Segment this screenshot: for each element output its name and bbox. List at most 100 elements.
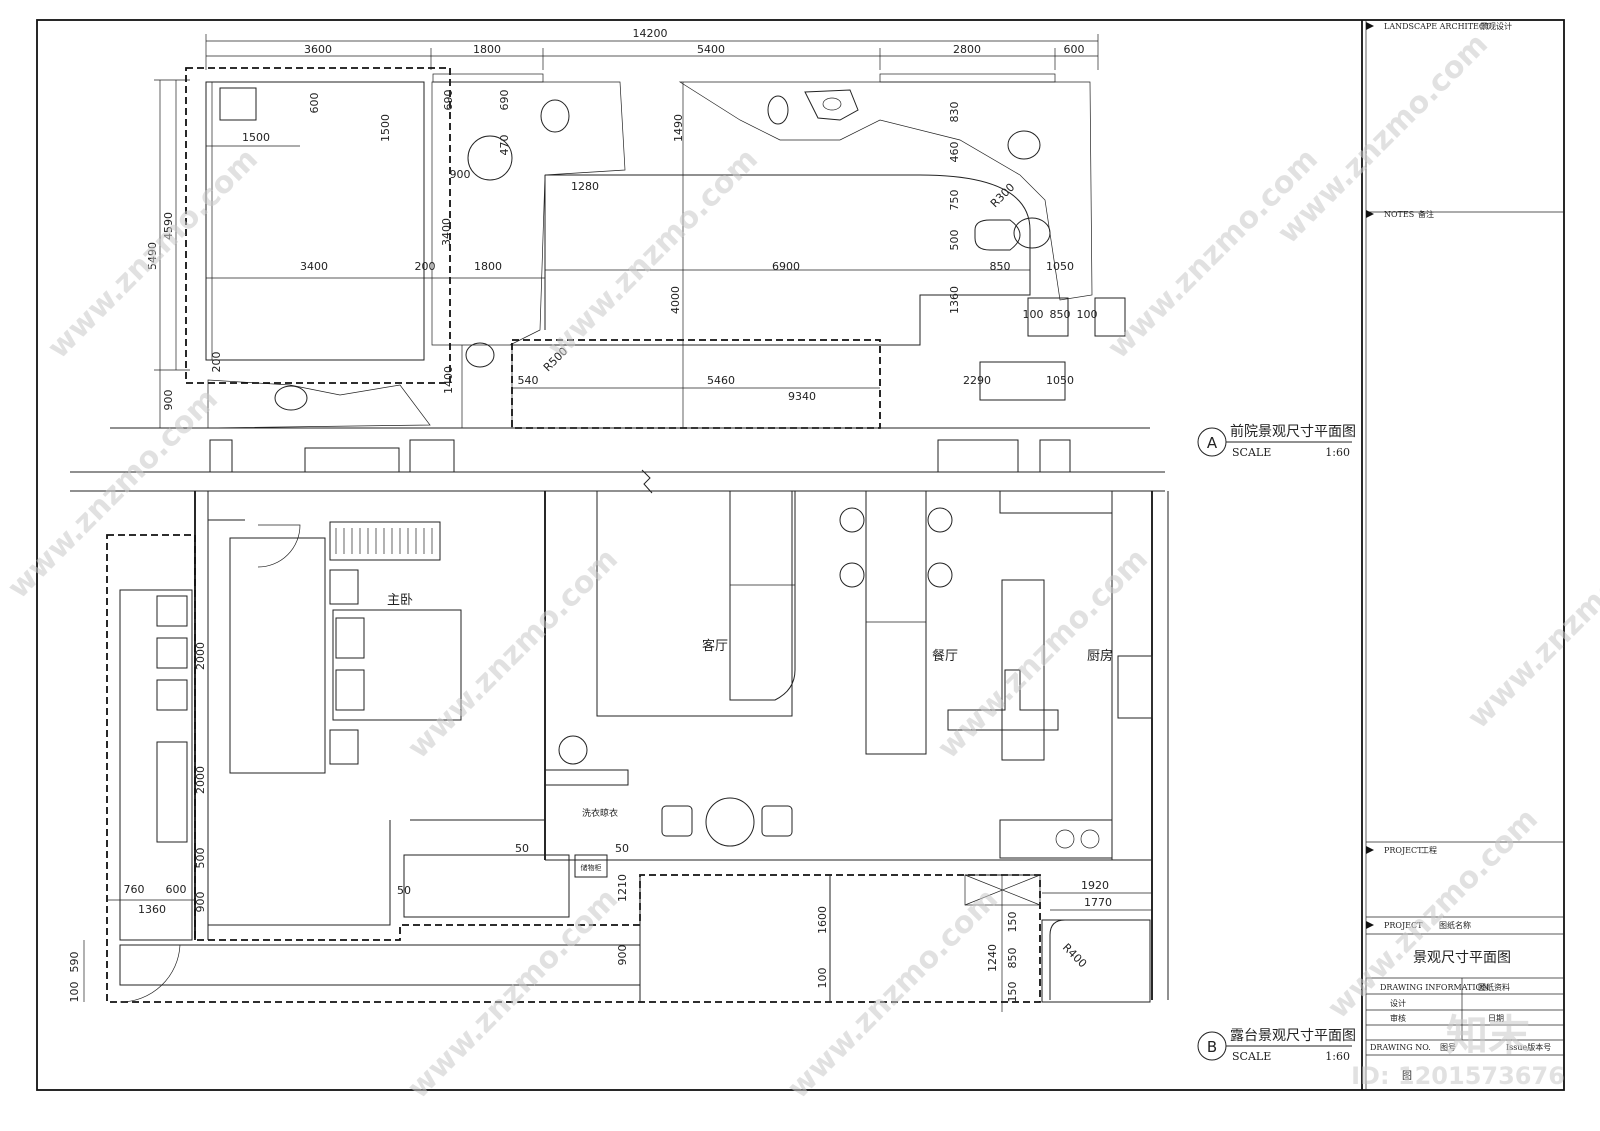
dim-b-590: 590 xyxy=(68,952,81,973)
planting-bed-west xyxy=(431,81,626,429)
tb-project: PROJECT xyxy=(1384,846,1423,855)
dim-830: 830 xyxy=(948,102,961,123)
plan-a-scale-label: SCALE xyxy=(1232,446,1271,459)
dim-b-1240: 1240 xyxy=(986,944,999,972)
dim-b-r400: R400 xyxy=(1060,941,1089,970)
dim-500a: 500 xyxy=(948,230,961,251)
dim-1500v: 1500 xyxy=(379,114,392,142)
dim-b-100b: 100 xyxy=(816,968,829,989)
cabinet-label: 储物柜 xyxy=(581,863,602,872)
dim-1500h: 1500 xyxy=(242,131,270,144)
watermark-id: ID: 1201573676 xyxy=(1351,1062,1565,1090)
tb-project2-cn: 图纸名称 xyxy=(1439,920,1471,930)
dim-6900: 6900 xyxy=(772,260,800,273)
dim-100b: 100 xyxy=(1077,308,1098,321)
dim-600: 600 xyxy=(308,93,321,114)
dim-3400h: 3400 xyxy=(300,260,328,273)
dim-b-150a: 150 xyxy=(1006,912,1019,933)
sheet-border xyxy=(36,19,1565,1091)
tb-date: 日期 xyxy=(1488,1014,1504,1023)
round-table xyxy=(705,797,755,847)
dim-b-850: 850 xyxy=(1006,948,1019,969)
kitchen-island xyxy=(1001,579,1045,761)
room-dining: 餐厅 xyxy=(932,648,958,664)
dim-200b: 200 xyxy=(210,352,223,373)
dim-top-2: 1800 xyxy=(473,43,501,56)
watermark-logo: 知末 xyxy=(1446,1011,1530,1060)
plan-b-title: 露台景观尺寸平面图 xyxy=(1230,1028,1356,1044)
dim-5460: 5460 xyxy=(707,374,735,387)
bed xyxy=(332,609,462,721)
tb-notes: NOTES xyxy=(1384,210,1414,219)
watermark-site-3: www.znzmo.com xyxy=(1101,142,1325,366)
plan-a-label: A xyxy=(1207,434,1218,452)
plan-a: 14200 3600 1800 5400 2800 600 5490 4590 … xyxy=(110,27,1356,473)
dim-470: 470 xyxy=(498,135,511,156)
dim-top-5: 600 xyxy=(1064,43,1085,56)
dining-table xyxy=(865,490,927,755)
watermark-site-9: www.znzmo.com xyxy=(781,882,1005,1106)
planter-terrace-west xyxy=(403,854,570,918)
tb-sheet: 图 xyxy=(1402,1070,1412,1082)
dim-850a: 850 xyxy=(990,260,1011,273)
dim-b-2000a: 2000 xyxy=(194,642,207,670)
dim-left-lower: 900 xyxy=(162,390,175,411)
dim-top-3: 5400 xyxy=(697,43,725,56)
dim-9340: 9340 xyxy=(788,390,816,403)
dim-1050b: 1050 xyxy=(1046,260,1074,273)
room-master-bedroom: 主卧 xyxy=(387,593,413,608)
dim-2290: 2290 xyxy=(963,374,991,387)
planting-bed-east xyxy=(678,81,1093,301)
dim-b-1770: 1770 xyxy=(1084,896,1112,909)
dim-b-50b: 50 xyxy=(615,842,629,855)
title-block: LANDSCAPE ARCHITECT 景观设计 NOTES 备注 PROJEC… xyxy=(1361,20,1564,1090)
dim-b-150b: 150 xyxy=(1006,982,1019,1003)
rock-feature xyxy=(804,89,859,121)
planting-bed-south xyxy=(207,379,431,429)
watermark-site-1: www.znzmo.com xyxy=(41,142,265,366)
dim-1280: 1280 xyxy=(571,180,599,193)
room-laundry: 洗衣晾衣 xyxy=(582,807,618,819)
dim-690b: 690 xyxy=(498,90,511,111)
tb-drawing-info: DRAWING INFORMATION xyxy=(1380,983,1489,992)
dim-900: 900 xyxy=(450,168,471,181)
dim-690a: 690 xyxy=(442,90,455,111)
dim-850b: 850 xyxy=(1050,308,1071,321)
tb-project-cn: 工程 xyxy=(1421,846,1437,855)
dim-1400: 1400 xyxy=(442,366,455,394)
watermark-site-4: www.znzmo.com xyxy=(1,382,225,606)
tb-design: 设计 xyxy=(1390,998,1406,1008)
plan-a-scale: 1:60 xyxy=(1325,446,1350,459)
dim-4000: 4000 xyxy=(669,286,682,314)
plan-b-scale: 1:60 xyxy=(1325,1050,1350,1063)
watermark-site-8: www.znzmo.com xyxy=(401,882,625,1106)
shrub-icons xyxy=(274,95,1051,411)
tb-drawing-name: 景观尺寸平面图 xyxy=(1413,950,1511,966)
tb-project2: PROJECT xyxy=(1384,921,1423,930)
round-stepping-stone xyxy=(467,135,513,181)
watermark-layer: www.znzmo.com www.znzmo.com www.znzmo.co… xyxy=(1,27,1600,1106)
dim-top-4: 2800 xyxy=(953,43,981,56)
dim-b-100a: 100 xyxy=(68,982,81,1003)
dim-overall-a: 14200 xyxy=(633,27,668,40)
watermark-site-7: www.znzmo.com xyxy=(1461,512,1600,736)
planter-terrace-east xyxy=(1041,919,1151,1003)
tb-issue: Issue版本号 xyxy=(1506,1042,1551,1052)
plan-b-scale-label: SCALE xyxy=(1232,1050,1271,1063)
watermark-site-11: www.znzmo.com xyxy=(1271,27,1495,251)
dim-b-900b: 900 xyxy=(616,945,629,966)
tb-check: 审核 xyxy=(1390,1013,1406,1023)
tb-drawing-info-cn: 图纸资料 xyxy=(1478,982,1510,992)
sink-fixture xyxy=(219,87,257,121)
dim-1360: 1360 xyxy=(948,286,961,314)
bedroom-wardrobe xyxy=(229,537,326,774)
dim-b-1600: 1600 xyxy=(816,906,829,934)
plan-b-label: B xyxy=(1207,1038,1217,1056)
plan-a-title: 前院景观尺寸平面图 xyxy=(1230,423,1356,440)
watermark-site-6: www.znzmo.com xyxy=(931,542,1155,766)
dim-b-1360: 1360 xyxy=(138,903,166,916)
radiator xyxy=(329,521,441,561)
dim-1490: 1490 xyxy=(672,114,685,142)
tb-drawing-no: DRAWING NO. xyxy=(1370,1043,1431,1052)
